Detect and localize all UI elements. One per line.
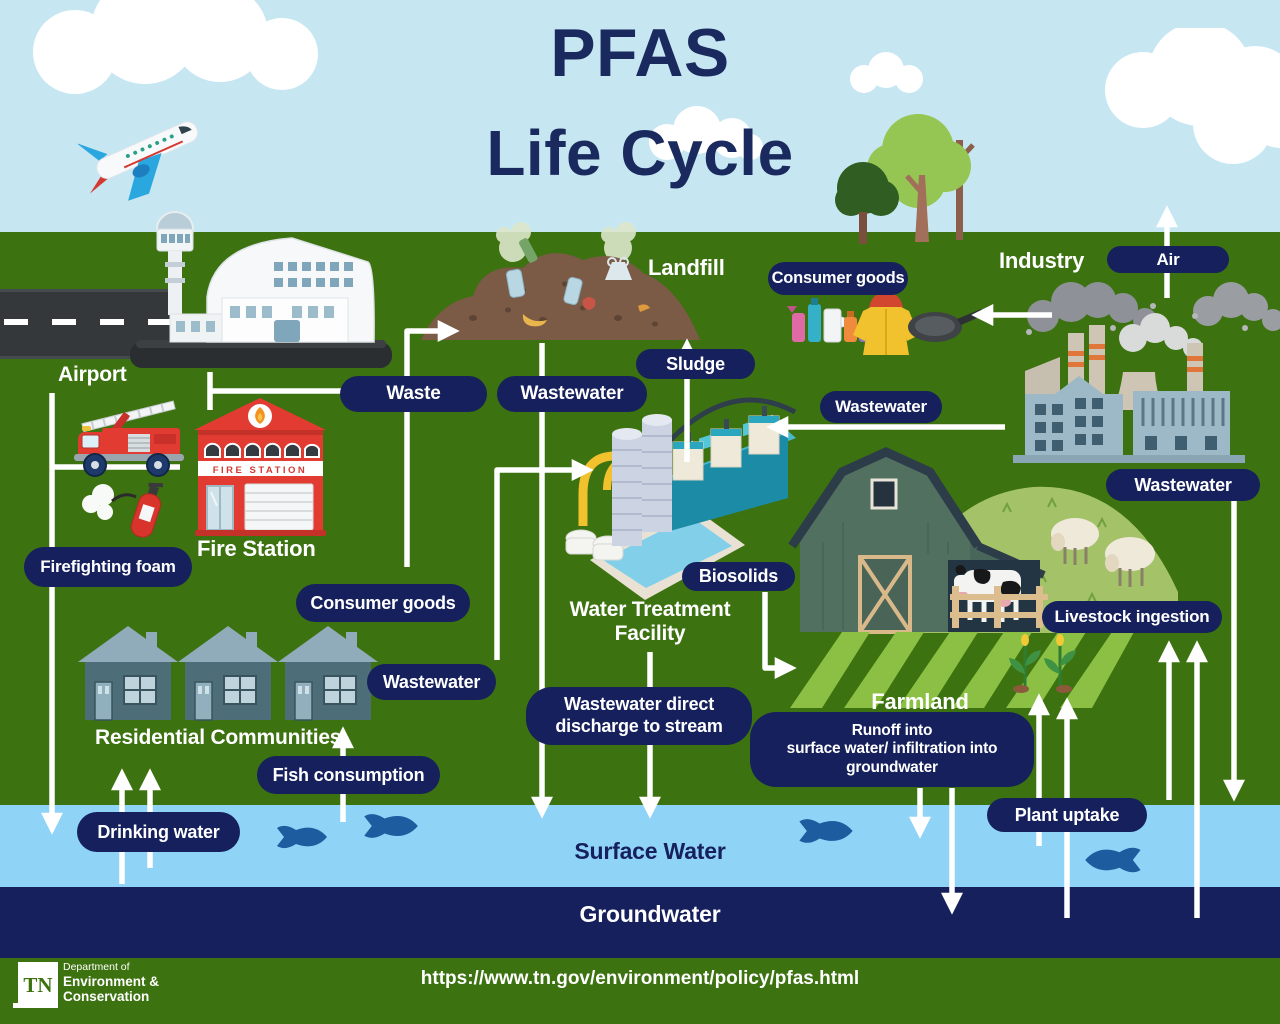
fire-station-illustration: FIRE STATION: [194, 398, 326, 536]
pill-line: groundwater: [846, 758, 938, 776]
residential-houses-illustration: [78, 625, 379, 721]
cloud-icon: [850, 52, 923, 93]
tn-logo-underline: [13, 1003, 51, 1008]
pill-drinking-water: Drinking water: [77, 812, 240, 852]
title-line1: PFAS: [550, 15, 730, 91]
industry-illustration: [1013, 282, 1280, 463]
title-line2: Life Cycle: [486, 117, 794, 189]
fire-extinguisher-icon: [82, 482, 164, 538]
arrow-residential-wastewater-to-treatment: [494, 459, 594, 660]
pill-wastewater-landfill: Wastewater: [497, 376, 647, 412]
airport-illustration: [130, 211, 392, 368]
arrow-biosolids-to-farmland: [762, 592, 797, 679]
fish-icon: [799, 819, 853, 843]
label-water-treatment-facility: Water Treatment Facility: [545, 598, 755, 646]
pill-wastewater-direct-discharge: Wastewater direct discharge to stream: [526, 687, 752, 745]
department-line: Environment &: [63, 973, 160, 989]
cloud-icon: [1105, 28, 1280, 164]
label-fire-station: Fire Station: [197, 536, 316, 561]
pill-wastewater-residential: Wastewater: [367, 664, 496, 700]
pill-consumer-goods-industry: Consumer goods: [768, 262, 908, 295]
label-groundwater: Groundwater: [579, 901, 721, 927]
label-industry: Industry: [999, 248, 1085, 273]
pill-line: surface water/ infiltration into: [786, 740, 998, 758]
pill-fish-consumption: Fish consumption: [257, 756, 440, 794]
fire-station-sign: FIRE STATION: [213, 465, 308, 476]
label-residential-communities: Residential Communities: [95, 726, 342, 749]
pill-line: discharge to stream: [555, 716, 723, 736]
cloud-icon: [649, 106, 763, 160]
label-surface-water: Surface Water: [574, 838, 726, 864]
pill-plant-uptake: Plant uptake: [987, 798, 1147, 832]
label-line: Water Treatment: [569, 598, 731, 621]
airplane-icon: [78, 121, 199, 201]
footer-url: https://www.tn.gov/environment/policy/pf…: [420, 968, 860, 989]
tn-logo-text: TN: [23, 972, 53, 997]
department-line: Conservation: [63, 988, 150, 1004]
pill-runoff-infiltration: Runoff into surface water/ infiltration …: [750, 712, 1034, 787]
arrow-waste-to-landfill: [404, 320, 460, 567]
trees-icon: [835, 114, 975, 244]
consumer-goods-icons: [787, 291, 983, 355]
pill-waste: Waste: [340, 376, 487, 412]
pill-line: Wastewater direct: [564, 694, 714, 715]
farmland-illustration: [788, 447, 1178, 708]
pill-livestock-ingestion: Livestock ingestion: [1042, 601, 1222, 633]
fish-icon: [364, 814, 418, 838]
pill-biosolids: Biosolids: [682, 562, 795, 591]
pill-wastewater-industry: Wastewater: [1106, 469, 1260, 501]
fish-icon: [277, 825, 327, 849]
pill-wastewater-to-treatment: Wastewater: [820, 391, 942, 423]
cloud-icon: [33, 0, 318, 94]
label-airport: Airport: [58, 363, 127, 386]
department-name: Department of Environment & Conservation: [63, 961, 160, 1004]
label-line: Facility: [614, 622, 686, 646]
landfill-illustration: [421, 222, 700, 340]
pill-sludge: Sludge: [636, 349, 755, 379]
pill-consumer-goods-residential: Consumer goods: [296, 584, 470, 622]
fire-truck-icon: [74, 400, 184, 477]
pill-air: Air: [1107, 246, 1229, 273]
department-line: Department of: [63, 961, 130, 973]
label-farmland: Farmland: [871, 689, 969, 714]
fish-icon: [1085, 847, 1141, 873]
pill-line: Runoff into: [851, 721, 933, 739]
tn-logo: TN: [18, 962, 58, 1008]
label-landfill: Landfill: [648, 255, 725, 280]
pill-firefighting-foam: Firefighting foam: [24, 547, 192, 587]
